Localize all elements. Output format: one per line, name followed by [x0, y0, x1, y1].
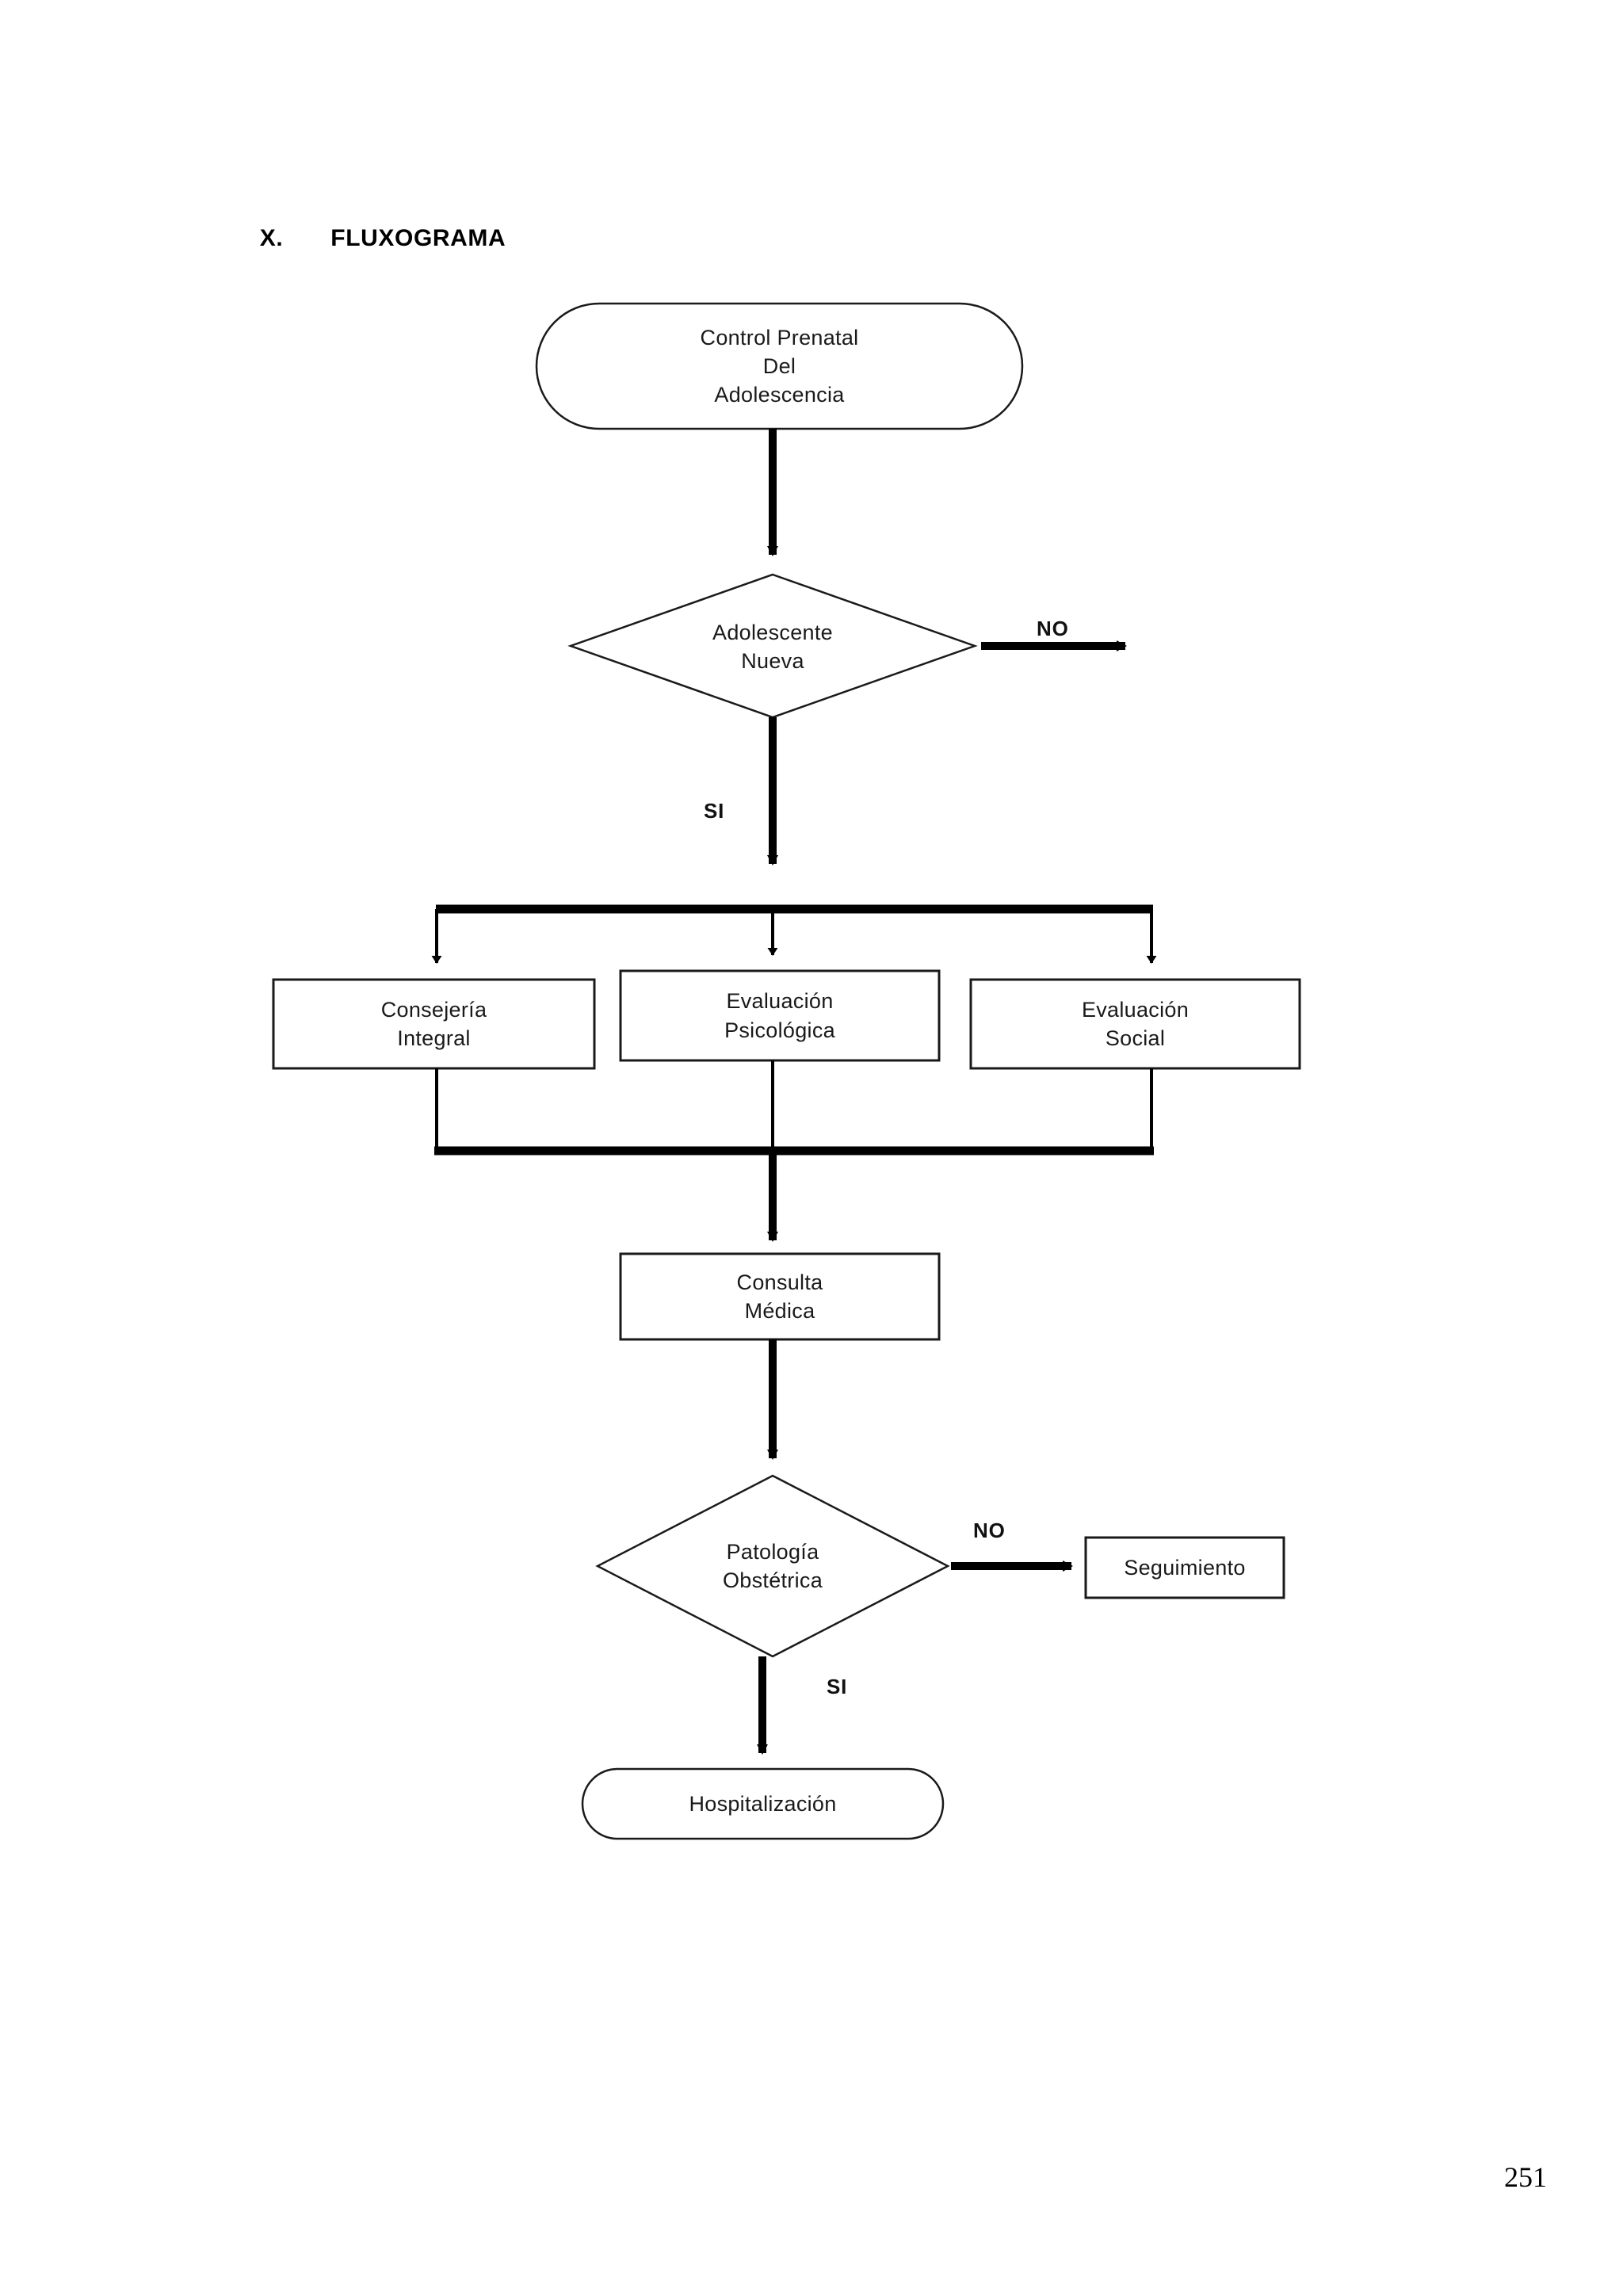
node-start-shape [535, 302, 1024, 430]
page-number: 251 [1504, 2161, 1547, 2193]
heading-title: FLUXOGRAMA [330, 225, 506, 251]
edge-label-decision1-no: NO [1037, 617, 1069, 640]
edge-label-decision1-si: SI [704, 799, 725, 823]
edge-label-decision2-si: SI [827, 1675, 848, 1698]
node-consejeria-shape [272, 978, 596, 1070]
node-consulta-medica-shape [619, 1252, 941, 1341]
node-seguimiento-shape [1084, 1536, 1285, 1599]
node-evaluacion-social-shape [969, 978, 1301, 1070]
edge-label-decision2-no: NO [973, 1519, 1006, 1542]
node-evaluacion-psicologica-shape [619, 969, 941, 1062]
heading-number: X. [259, 225, 284, 251]
node-decision2-shape [595, 1474, 950, 1658]
page-title: X. FLUXOGRAMA [231, 198, 506, 279]
node-decision1-shape [567, 573, 978, 719]
node-hospitalizacion-shape [581, 1767, 945, 1840]
